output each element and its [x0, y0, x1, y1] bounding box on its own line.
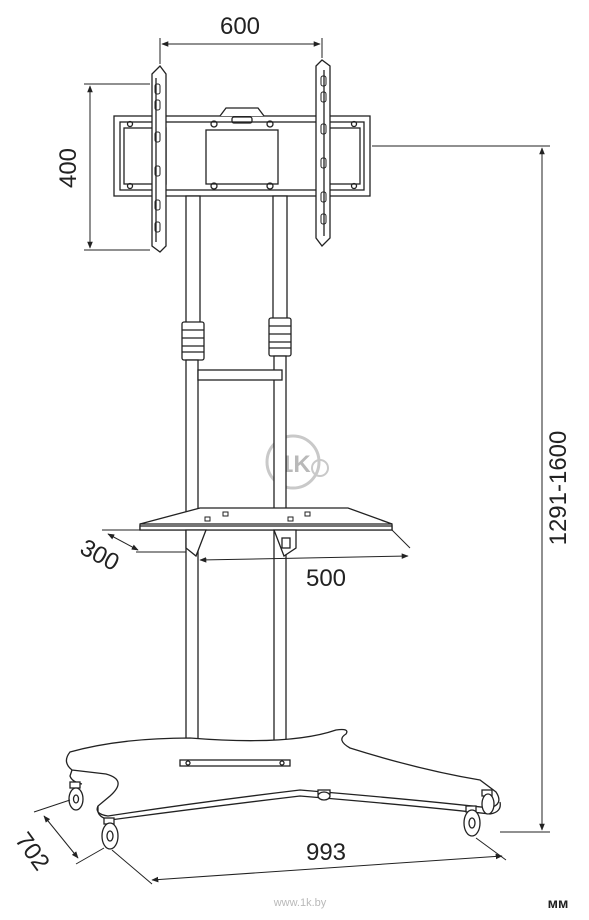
caster-back-left — [68, 781, 84, 811]
caster-wheels — [68, 781, 495, 850]
caster-rear-center — [317, 789, 331, 801]
caster-front-left — [101, 817, 119, 850]
stand-columns — [181, 195, 292, 766]
dim-shelf-depth: 300 — [76, 534, 124, 577]
watermark-site-text: www.1k.by — [273, 897, 327, 909]
dim-total-height: 1291-1600 — [545, 431, 572, 546]
stand-base — [65, 728, 501, 821]
caster-back-right — [481, 789, 495, 815]
caster-front-right — [463, 805, 481, 837]
vesa-bracket — [113, 59, 371, 253]
dim-shelf-width: 500 — [306, 565, 346, 592]
dim-bracket-width: 600 — [220, 13, 260, 40]
dim-base-width: 993 — [306, 839, 346, 866]
units-label: мм — [548, 895, 569, 911]
media-shelf — [139, 507, 393, 558]
dim-bracket-height: 400 — [55, 148, 82, 188]
dim-base-depth: 702 — [9, 827, 54, 875]
dimension-lines — [33, 38, 550, 885]
